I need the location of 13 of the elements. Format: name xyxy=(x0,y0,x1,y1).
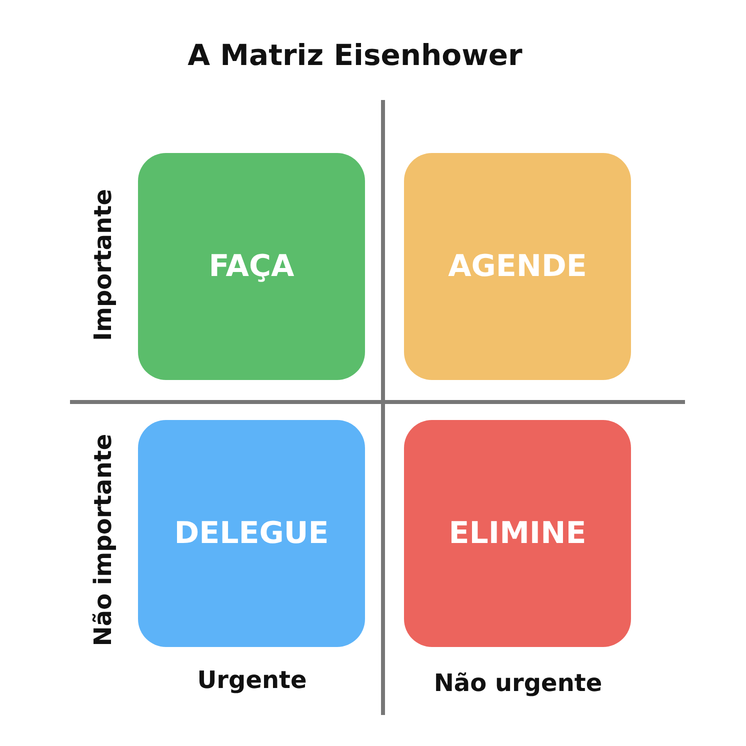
quadrant-box xyxy=(404,420,631,647)
quadrant-label: ELIMINE xyxy=(448,516,586,551)
axis-label: Urgente xyxy=(197,666,307,694)
quadrant-label: FAÇA xyxy=(208,249,294,284)
quadrant-label: AGENDE xyxy=(448,249,587,284)
quadrant-box xyxy=(138,420,365,647)
axis-label: Importante xyxy=(89,189,117,341)
quadrant-label: DELEGUE xyxy=(174,516,329,551)
quadrant-box xyxy=(404,153,631,380)
axis-label: Não urgente xyxy=(434,669,602,697)
title: A Matriz Eisenhower xyxy=(188,38,522,72)
quadrant-box xyxy=(138,153,365,380)
axis-label: Não importante xyxy=(89,434,117,646)
